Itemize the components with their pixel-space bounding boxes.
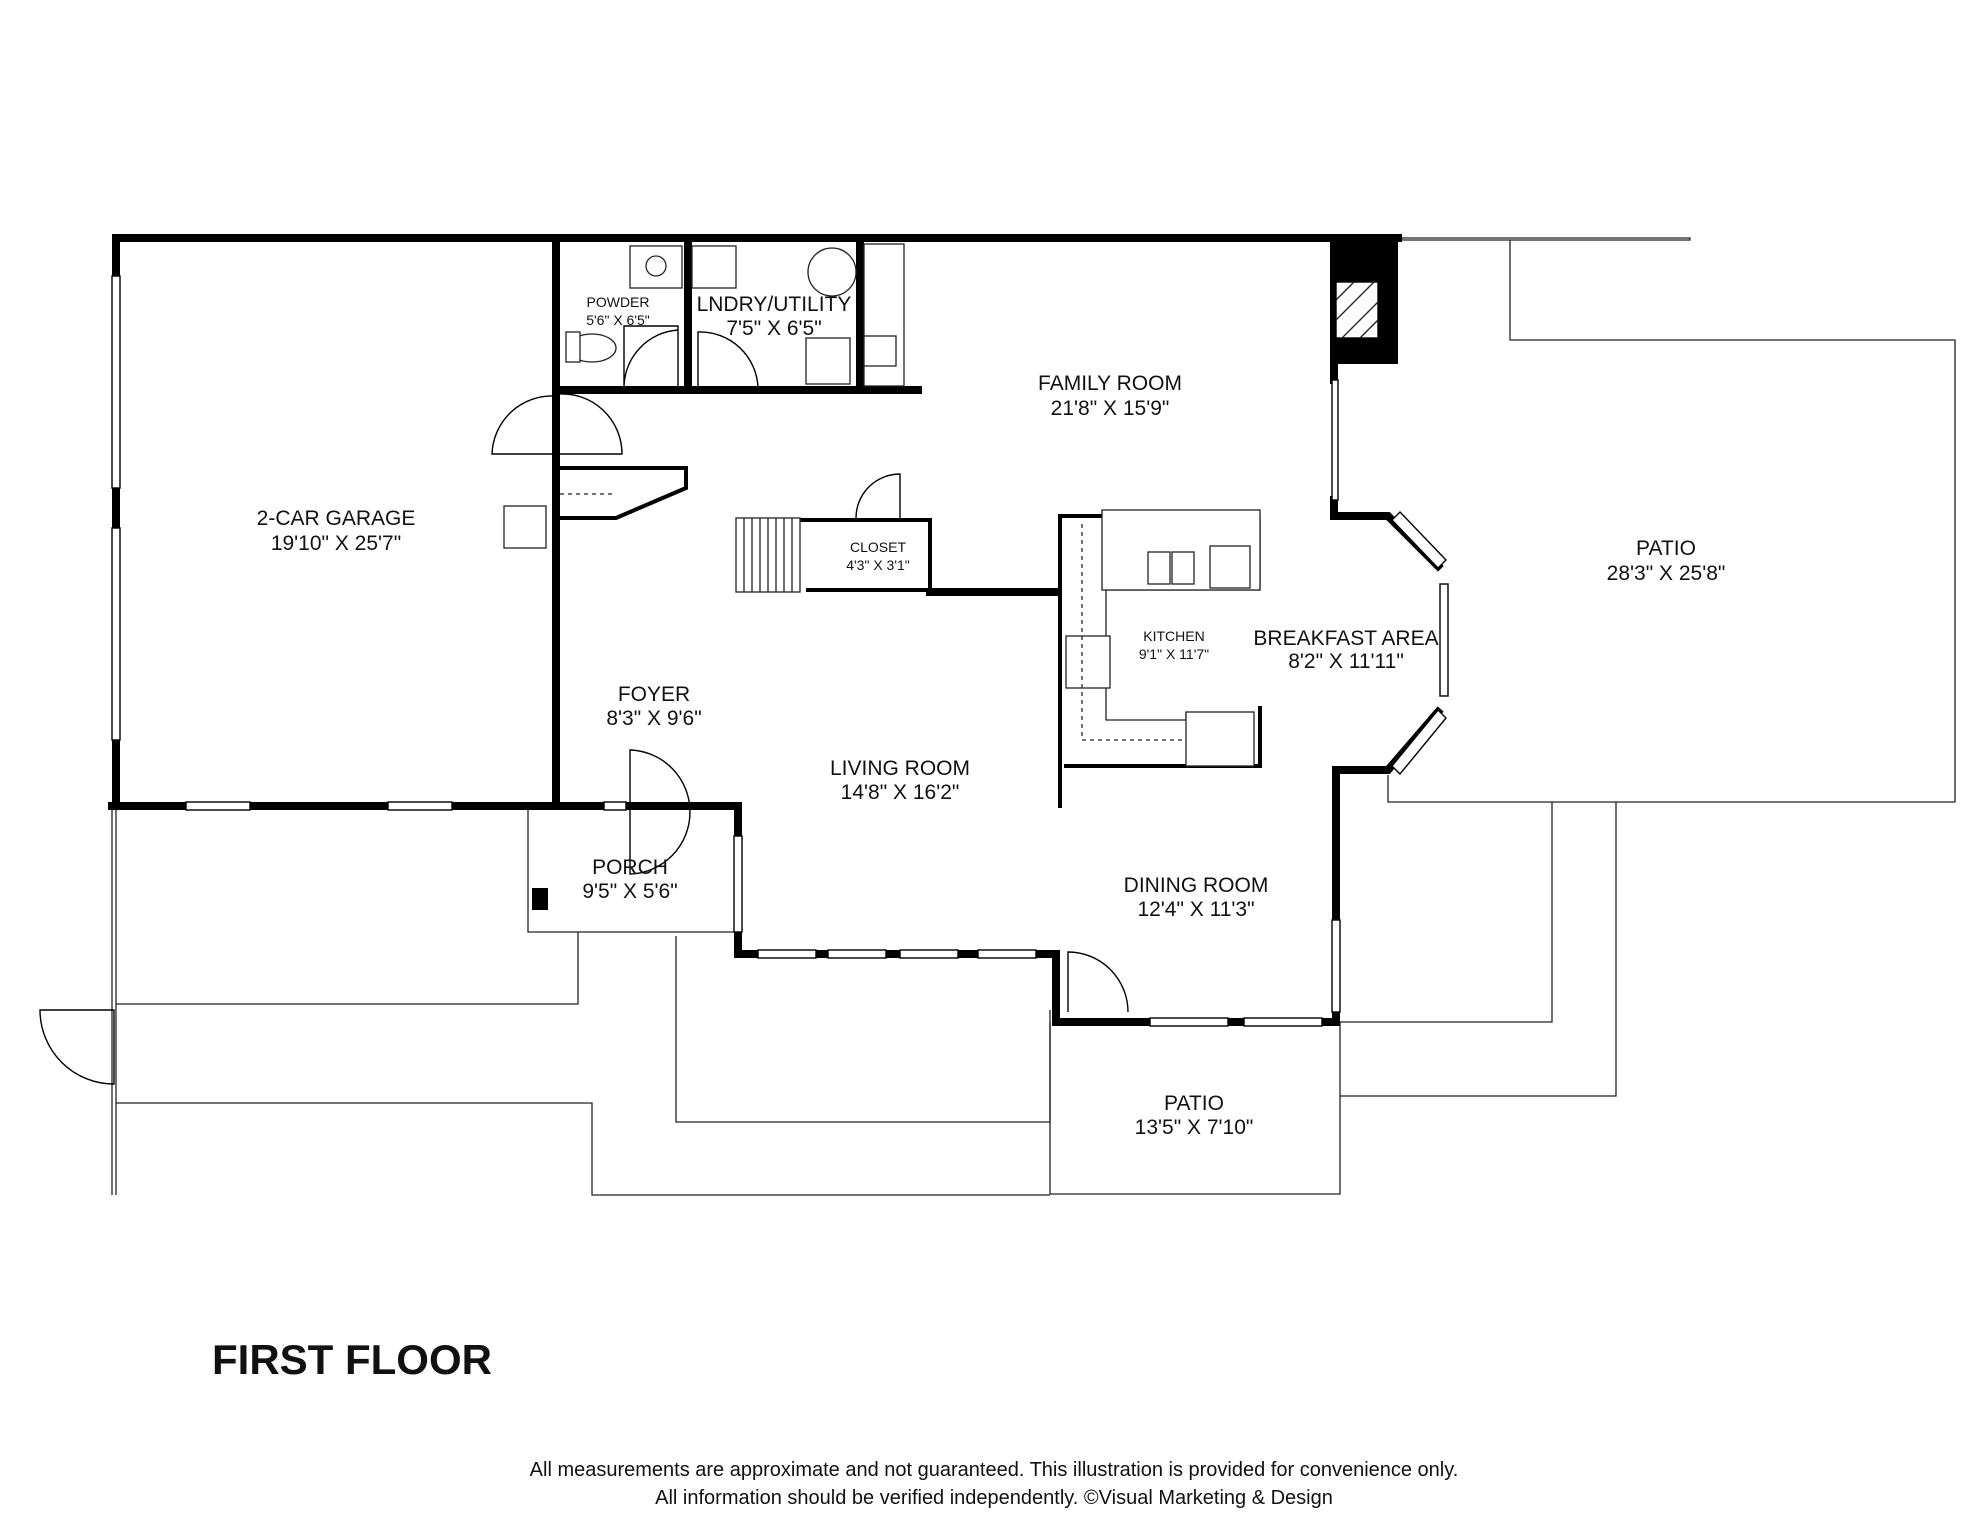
porch-name: PORCH	[592, 856, 668, 879]
breakfast-name: BREAKFAST AREA	[1253, 627, 1438, 650]
laundry-name: LNDRY/UTILITY	[697, 293, 852, 316]
closet-name: CLOSET	[850, 539, 906, 555]
stairs	[735, 517, 801, 593]
walls	[108, 234, 1444, 1026]
fixtures	[503, 243, 1379, 767]
disclaimer-line-2: All information should be verified indep…	[655, 1487, 1333, 1509]
patio-south-name: PATIO	[1164, 1092, 1224, 1115]
laundry-size: 7'5" X 6'5"	[726, 317, 821, 340]
windows	[111, 275, 1449, 1027]
foyer-name: FOYER	[618, 683, 690, 706]
doors	[39, 325, 1129, 1085]
garage-size: 19'10" X 25'7"	[271, 532, 401, 555]
patio-south-size: 13'5" X 7'10"	[1135, 1116, 1254, 1139]
patio-east-size: 28'3" X 25'8"	[1607, 562, 1726, 585]
foyer-size: 8'3" X 9'6"	[606, 707, 701, 730]
kitchen-size: 9'1" X 11'7"	[1139, 646, 1209, 662]
room-labels: 2-CAR GARAGE 19'10" X 25'7" POWDER 5'6" …	[257, 293, 1726, 1139]
patio-east-name: PATIO	[1636, 537, 1696, 560]
living-name: LIVING ROOM	[830, 757, 970, 780]
garage-name: 2-CAR GARAGE	[257, 507, 416, 530]
porch-size: 9'5" X 5'6"	[582, 880, 677, 903]
powder-size: 5'6" X 6'5"	[586, 312, 650, 328]
dining-name: DINING ROOM	[1124, 874, 1269, 897]
living-size: 14'8" X 16'2"	[841, 781, 960, 804]
kitchen-name: KITCHEN	[1143, 628, 1204, 644]
floor-title: FIRST FLOOR	[212, 1336, 492, 1383]
family-name: FAMILY ROOM	[1038, 372, 1182, 395]
family-size: 21'8" X 15'9"	[1051, 397, 1170, 420]
disclaimer-line-1: All measurements are approximate and not…	[529, 1459, 1459, 1481]
dining-size: 12'4" X 11'3"	[1137, 898, 1254, 921]
closet-size: 4'3" X 3'1"	[846, 557, 910, 573]
powder-name: POWDER	[587, 294, 650, 310]
breakfast-size: 8'2" X 11'11"	[1288, 650, 1404, 673]
disclaimer: All measurements are approximate and not…	[0, 1456, 1988, 1512]
site-outlines	[111, 237, 1956, 1196]
